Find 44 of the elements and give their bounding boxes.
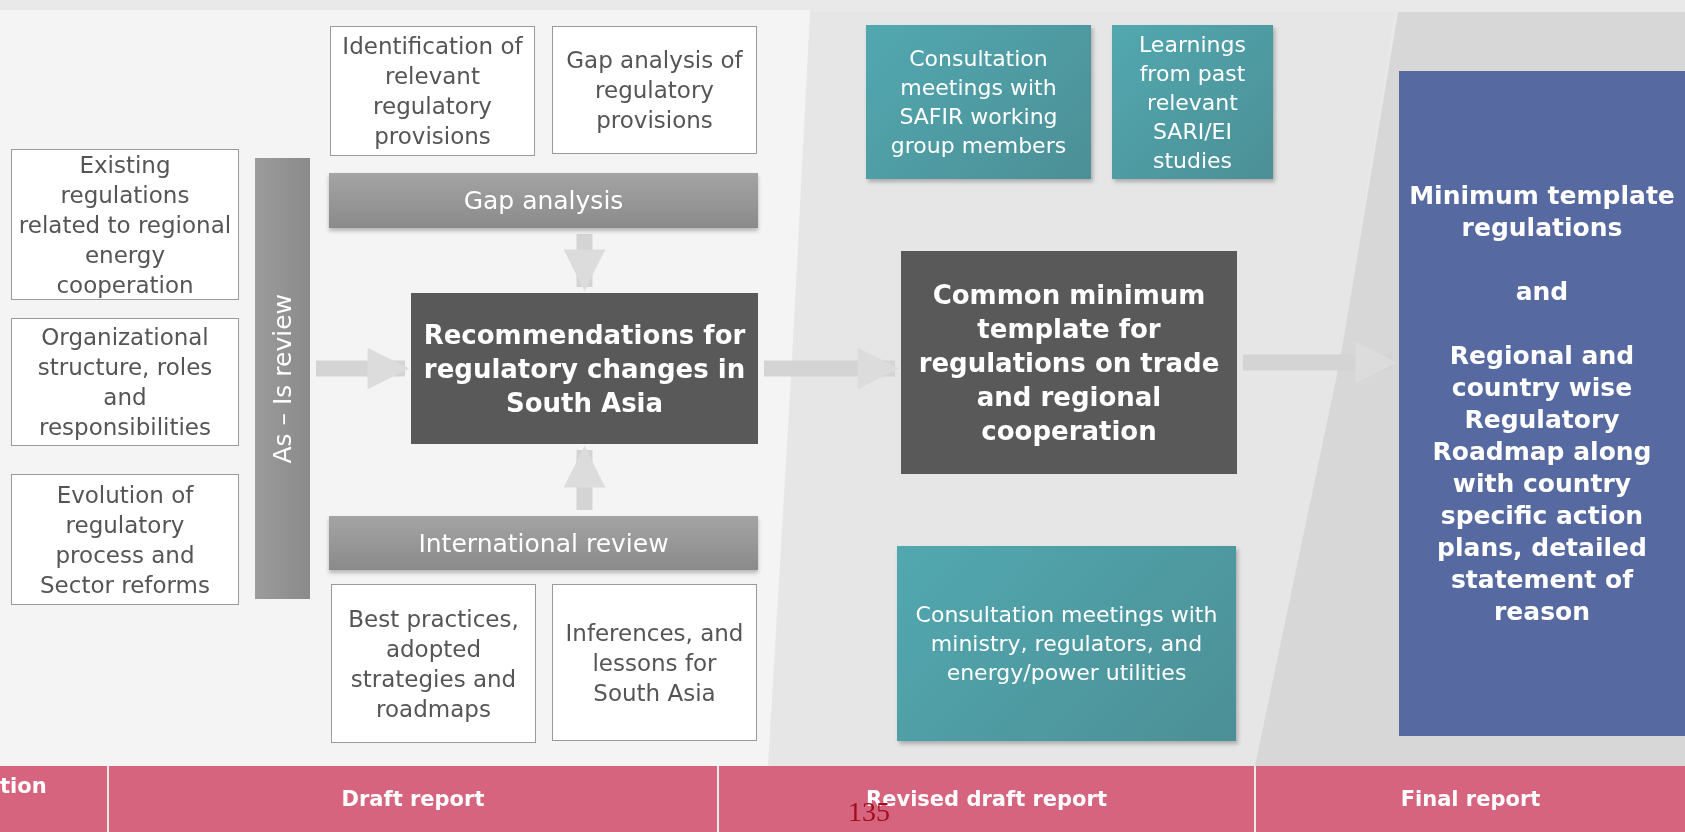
block-arrow xyxy=(764,347,900,390)
section-bar xyxy=(255,158,310,599)
consultation-box xyxy=(1112,25,1273,179)
result-box xyxy=(901,251,1237,474)
text-box xyxy=(11,474,239,605)
phase-band xyxy=(0,766,107,832)
text-box xyxy=(552,584,757,741)
final-output-box xyxy=(1399,71,1685,736)
box-text: Draft report xyxy=(341,787,485,811)
box-text: As – Is review xyxy=(268,293,297,464)
text-box xyxy=(331,584,536,743)
phase-band xyxy=(719,766,1254,832)
box-text: Minimum template regulations xyxy=(1409,179,1675,244)
block-arrow xyxy=(316,347,410,390)
phase-band xyxy=(1256,766,1685,832)
box-text: International review xyxy=(418,528,669,558)
phase-band xyxy=(109,766,717,832)
box-text: Inferences, and lessons for South Asia xyxy=(564,618,745,708)
block-arrow xyxy=(563,445,606,510)
box-text: Regional and country wise Regulatory Roadmap along with country specific action plans, detailed statement of reason xyxy=(1431,339,1653,628)
box-text: Best practices, adopted strategies and roadmaps xyxy=(347,604,520,724)
section-bar xyxy=(329,516,758,570)
box-text: Recommendations for regulatory changes in South Asia xyxy=(422,318,747,420)
box-text: Common minimum template for regulations on trade and regional cooperation xyxy=(917,278,1221,448)
box-text: Consultation meetings with ministry, regulators, and energy/power utilities xyxy=(914,601,1219,687)
block-arrow xyxy=(563,234,606,292)
consultation-box xyxy=(866,25,1091,179)
text-box xyxy=(552,26,757,154)
box-text: tion xyxy=(0,774,47,798)
text-box xyxy=(11,318,239,446)
box-text: and xyxy=(1515,275,1569,308)
consultation-box xyxy=(897,546,1236,741)
result-box xyxy=(411,293,758,444)
box-text: Gap analysis of regulatory provisions xyxy=(565,46,744,135)
box-text: Existing regulations related to regional energy cooperation xyxy=(18,150,232,300)
box-text: Final report xyxy=(1400,787,1541,811)
text-box xyxy=(330,26,535,156)
box-text: Consultation meetings with SAFIR working group members xyxy=(889,45,1068,160)
section-bar xyxy=(329,173,758,228)
box-text: Evolution of regulatory process and Sector reforms xyxy=(39,480,211,600)
box-text: Learnings from past relevant SARI/EI studies xyxy=(1138,30,1247,175)
box-text: Gap analysis xyxy=(463,186,624,215)
box-text: Identification of relevant regulatory provisions xyxy=(341,32,524,151)
box-text: Organizational structure, roles and responsibilities xyxy=(36,323,214,442)
